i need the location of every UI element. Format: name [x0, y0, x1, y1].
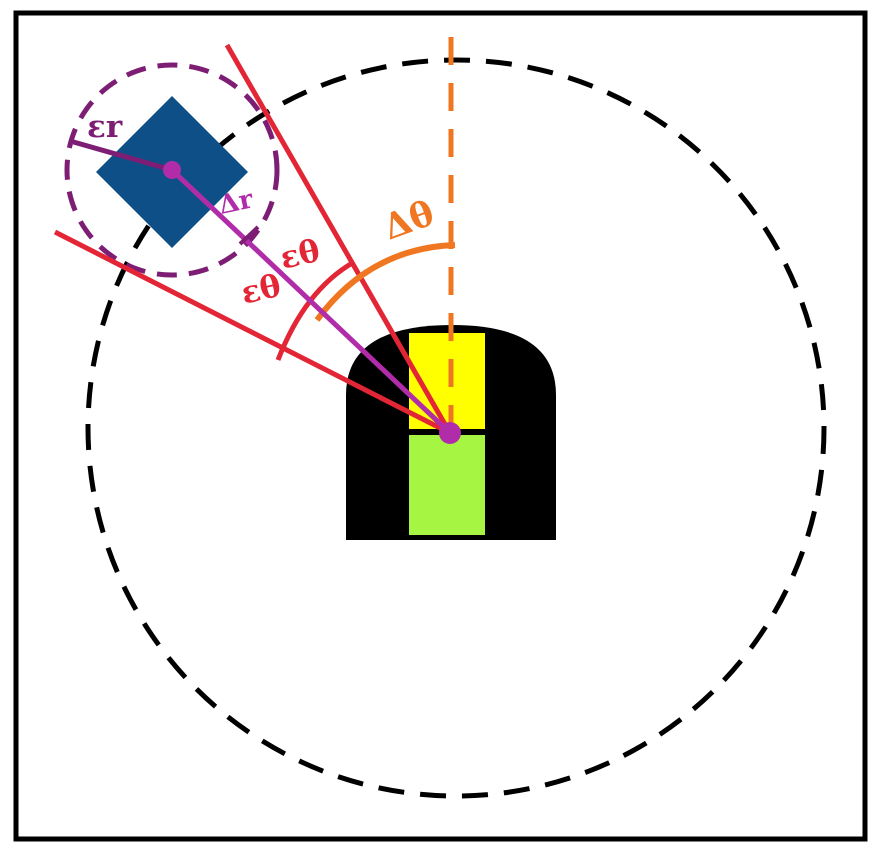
delta-theta-label: Δθ [378, 193, 439, 249]
robot-rear-panel [409, 435, 485, 535]
outer-frame [13, 10, 868, 842]
delta-r-tick [238, 225, 260, 246]
target-center-dot [163, 161, 181, 179]
epsilon-theta-arc [275, 259, 356, 361]
lower-boundary-line [53, 229, 452, 436]
upper-boundary-line [224, 43, 453, 435]
range-circle [85, 57, 827, 799]
epsilon-r-label: εr [87, 109, 123, 145]
epsilon-r-line [69, 138, 173, 173]
robot-center-dot [439, 422, 461, 444]
epsilon-theta-label-lower: εθ [238, 268, 285, 312]
epsilon-theta-label-upper: εθ [277, 233, 324, 277]
delta-r-label: Δr [216, 184, 256, 220]
delta-theta-arc [314, 242, 456, 322]
target-uncertainty-circle [64, 62, 280, 278]
bearing-line [170, 168, 452, 435]
